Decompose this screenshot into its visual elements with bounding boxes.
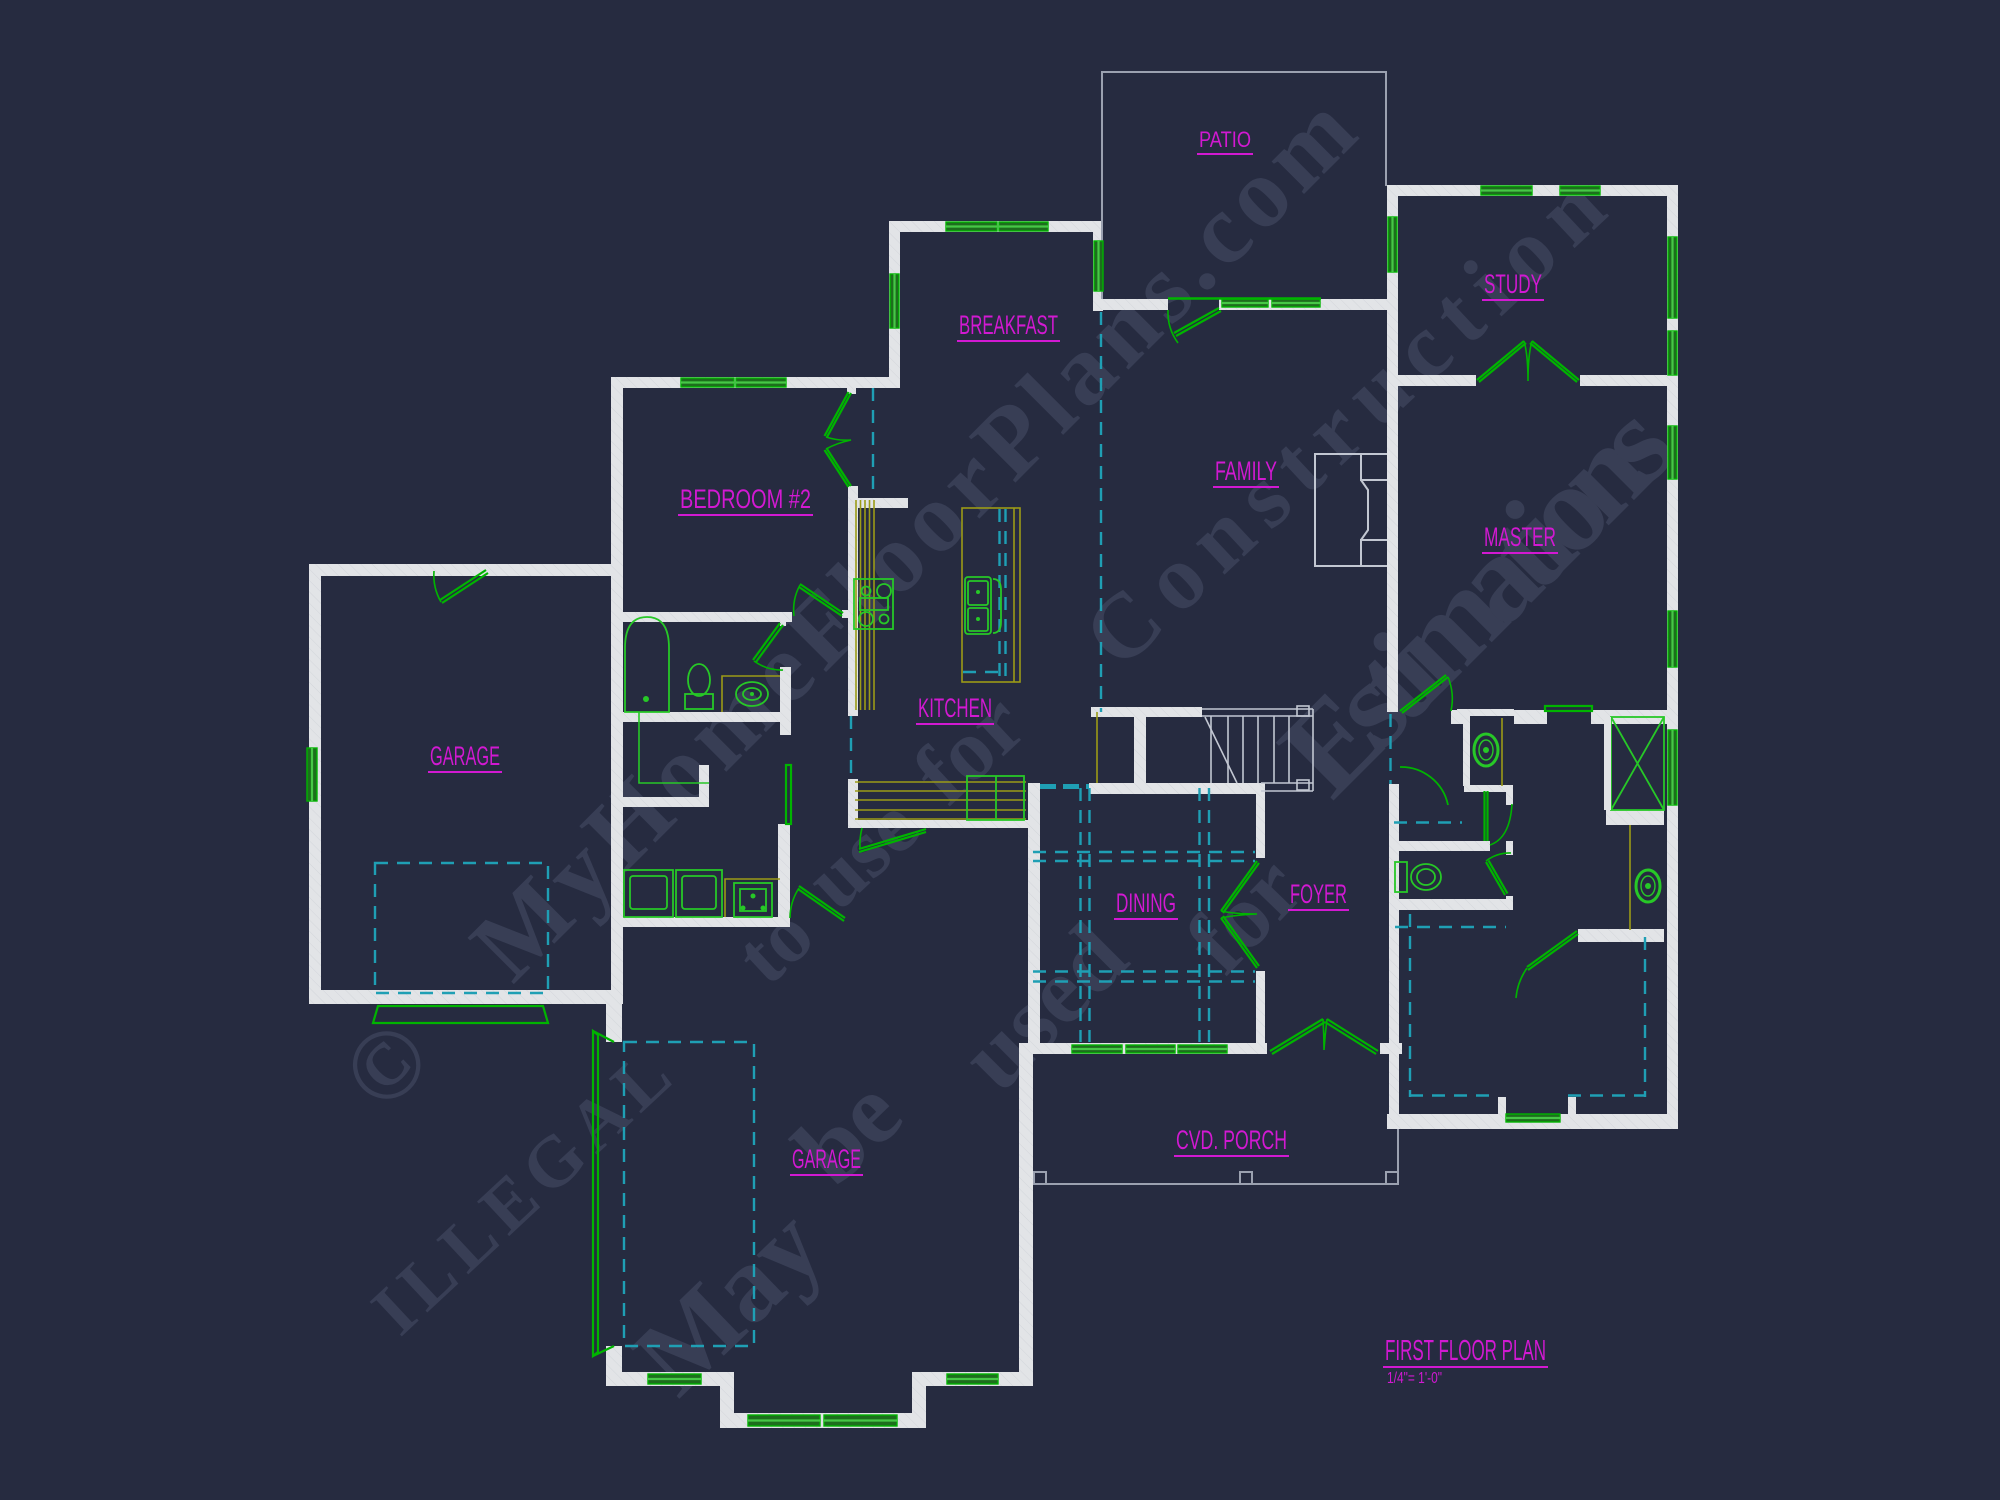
svg-text:PATIO: PATIO	[1199, 127, 1251, 152]
svg-text:FOYER: FOYER	[1290, 879, 1347, 909]
svg-text:GARAGE: GARAGE	[792, 1144, 861, 1174]
svg-text:FAMILY: FAMILY	[1215, 456, 1277, 486]
svg-text:KITCHEN: KITCHEN	[918, 693, 992, 723]
svg-text:GARAGE: GARAGE	[430, 741, 500, 771]
svg-text:STUDY: STUDY	[1484, 269, 1542, 299]
svg-text:CVD. PORCH: CVD. PORCH	[1176, 1125, 1287, 1155]
svg-text:DINING: DINING	[1116, 888, 1176, 918]
svg-text:BREAKFAST: BREAKFAST	[959, 310, 1058, 340]
svg-text:1/4"= 1'-0": 1/4"= 1'-0"	[1387, 1370, 1442, 1387]
svg-text:MASTER: MASTER	[1484, 522, 1556, 552]
svg-text:BEDROOM #2: BEDROOM #2	[680, 484, 811, 514]
svg-text:FIRST FLOOR PLAN: FIRST FLOOR PLAN	[1385, 1335, 1546, 1367]
